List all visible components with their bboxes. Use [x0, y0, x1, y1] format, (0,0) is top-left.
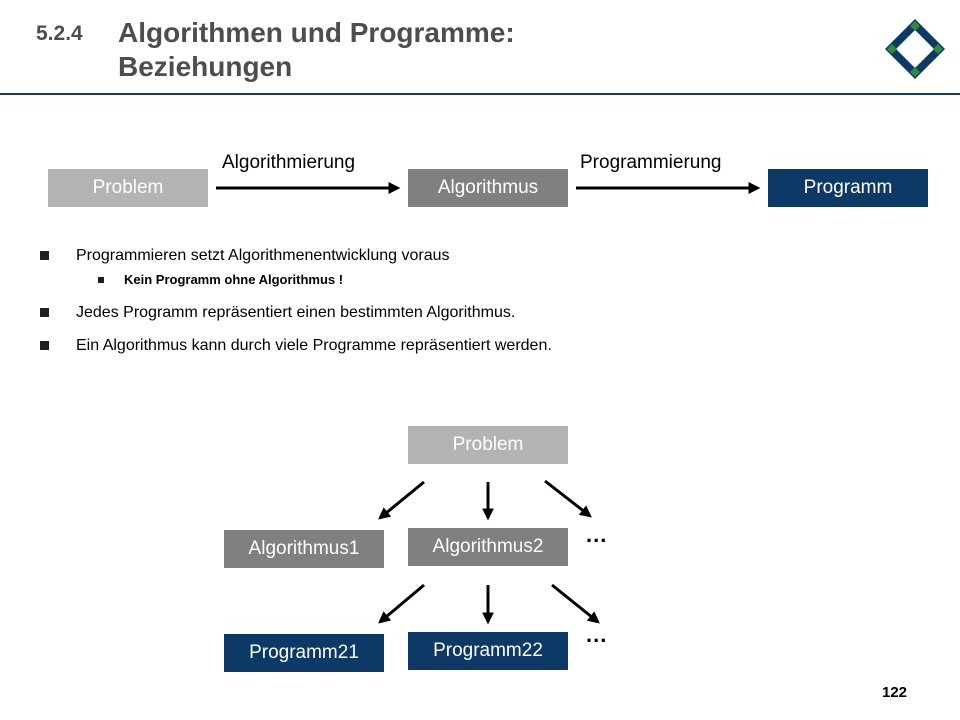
- flow-arrow2-label: Programmierung: [580, 152, 722, 173]
- bullet-item-2: Jedes Programm repräsentiert einen besti…: [40, 301, 900, 324]
- page-title-line2: Beziehungen: [118, 51, 293, 82]
- bullet-item-1: Programmieren setzt Algorithmenentwicklu…: [40, 244, 900, 267]
- tree-algorithm1-box: Algorithmus1: [224, 530, 384, 568]
- bullet-square-icon: [40, 308, 49, 317]
- tree-arrow-to-algorithm1: [378, 480, 425, 520]
- bullet-item-3: Ein Algorithmus kann durch viele Program…: [40, 334, 900, 357]
- bullet-text: Kein Programm ohne Algorithmus !: [124, 272, 344, 287]
- bullet-text: Jedes Programm repräsentiert einen besti…: [76, 304, 516, 321]
- bullet-text: Programmieren setzt Algorithmenentwicklu…: [76, 247, 450, 264]
- flow-program-box: Programm: [768, 169, 928, 207]
- tree-ellipsis-level1: ...: [586, 522, 608, 547]
- tree-program21-box: Programm21: [224, 634, 384, 672]
- bullet-list: Programmieren setzt Algorithmenentwicklu…: [40, 244, 900, 357]
- bullet-subitem-1: Kein Programm ohne Algorithmus !: [40, 269, 900, 291]
- bullet-text: Ein Algorithmus kann durch viele Program…: [76, 337, 552, 354]
- tree-arrow-to-ellipsis1: [544, 479, 592, 518]
- tree-algorithm2-box: Algorithmus2: [408, 528, 568, 566]
- flow-arrow1-label: Algorithmierung: [222, 152, 356, 173]
- bullet-square-icon: [40, 251, 49, 260]
- tree-ellipsis-level2: ...: [586, 622, 608, 647]
- tree-arrow-to-ellipsis2: [551, 583, 600, 624]
- tree-problem-box: Problem: [408, 426, 568, 464]
- section-number: 5.2.4: [36, 22, 83, 45]
- page-title-line1: Algorithmen und Programme:: [118, 17, 515, 48]
- page-title: Algorithmen und Programme: Beziehungen: [118, 16, 758, 84]
- logo-icon: [885, 19, 945, 79]
- page-number: 122: [882, 684, 908, 701]
- bullet-square-icon: [40, 341, 49, 350]
- bullet-square-icon: [98, 277, 104, 283]
- tree-program22-box: Programm22: [408, 632, 568, 670]
- flow-problem-box: Problem: [48, 169, 208, 207]
- header-rule: [0, 93, 960, 95]
- tree-arrow-to-program21: [378, 583, 425, 624]
- flow-algorithm-box: Algorithmus: [408, 169, 568, 207]
